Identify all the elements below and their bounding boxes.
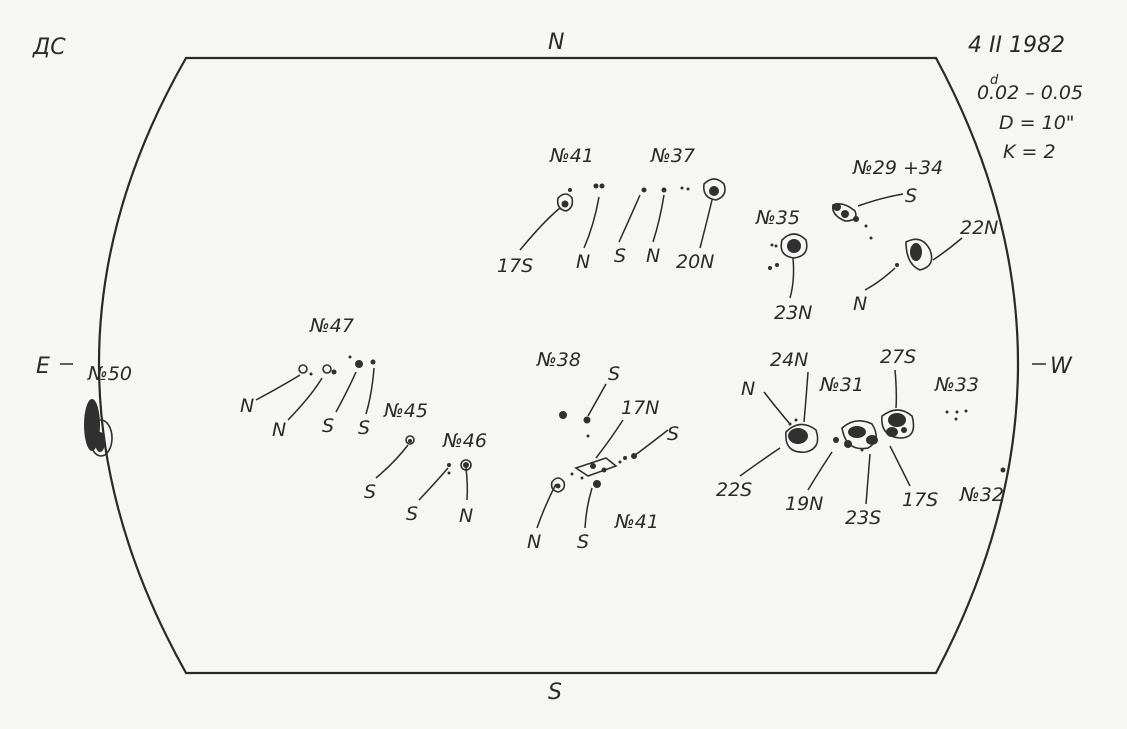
north-label: N xyxy=(548,30,564,55)
label-n-47b: N xyxy=(272,419,286,441)
group-32: №32 xyxy=(959,484,1004,506)
group-37: №37 xyxy=(650,145,695,167)
solar-disk-outline xyxy=(98,56,1020,675)
k-label: K = 2 xyxy=(1003,141,1056,163)
label-s-38: S xyxy=(608,363,620,385)
time-suffix: .02 – 0.05 xyxy=(989,82,1083,104)
group-35: №35 xyxy=(755,207,800,229)
label-n-37: N xyxy=(646,245,660,267)
label-23n-35: 23N xyxy=(774,302,812,324)
label-n-29: N xyxy=(853,293,867,315)
label-s-29: S xyxy=(905,185,917,207)
label-17s-31: 17S xyxy=(902,489,938,511)
east-label: E xyxy=(36,354,50,379)
diameter-label: D = 10" xyxy=(999,112,1075,134)
label-n-47a: N xyxy=(240,395,254,417)
label-20n: 20N xyxy=(676,251,714,273)
label-s-41b-right: S xyxy=(667,423,679,445)
south-label: S xyxy=(548,680,562,705)
label-19n: 19N xyxy=(785,493,823,515)
label-22n: 22N xyxy=(960,217,998,239)
date-label: 4 II 1982 xyxy=(968,33,1065,58)
label-n-46: N xyxy=(459,505,473,527)
label-27s: 27S xyxy=(880,346,916,368)
group-29-34: №29 +34 xyxy=(852,157,943,179)
label-s-46: S xyxy=(406,503,418,525)
label-n-31: N xyxy=(741,378,755,400)
label-s-47a: S xyxy=(322,415,334,437)
group-47: №47 xyxy=(309,315,354,337)
group-41-top: №41 xyxy=(549,145,594,167)
label-23s: 23S xyxy=(845,507,881,529)
label-s-47b: S xyxy=(358,417,370,439)
group-50: №50 xyxy=(87,363,132,385)
observer-label: ДС xyxy=(32,35,66,60)
label-22s: 22S xyxy=(716,479,752,501)
label-17n: 17N xyxy=(621,397,659,419)
group-33: №33 xyxy=(934,374,979,396)
label-17s-top: 17S xyxy=(497,255,533,277)
time-sup: d xyxy=(990,73,999,88)
label-s-37: S xyxy=(614,245,626,267)
group-45: №45 xyxy=(383,400,428,422)
group-46: №46 xyxy=(442,430,487,452)
label-24n: 24N xyxy=(770,349,808,371)
group-31: №31 xyxy=(819,374,864,396)
group-41-bottom: №41 xyxy=(614,511,659,533)
label-s-41b: S xyxy=(577,531,589,553)
sunspot-markers xyxy=(84,178,1006,493)
leader-lines xyxy=(255,193,963,529)
group-38: №38 xyxy=(536,349,581,371)
label-n-41b: N xyxy=(527,531,541,553)
label-n-41top: N xyxy=(576,251,590,273)
time-prefix: 0 xyxy=(977,82,989,104)
west-label: W xyxy=(1050,354,1073,379)
label-s-45: S xyxy=(364,481,376,503)
